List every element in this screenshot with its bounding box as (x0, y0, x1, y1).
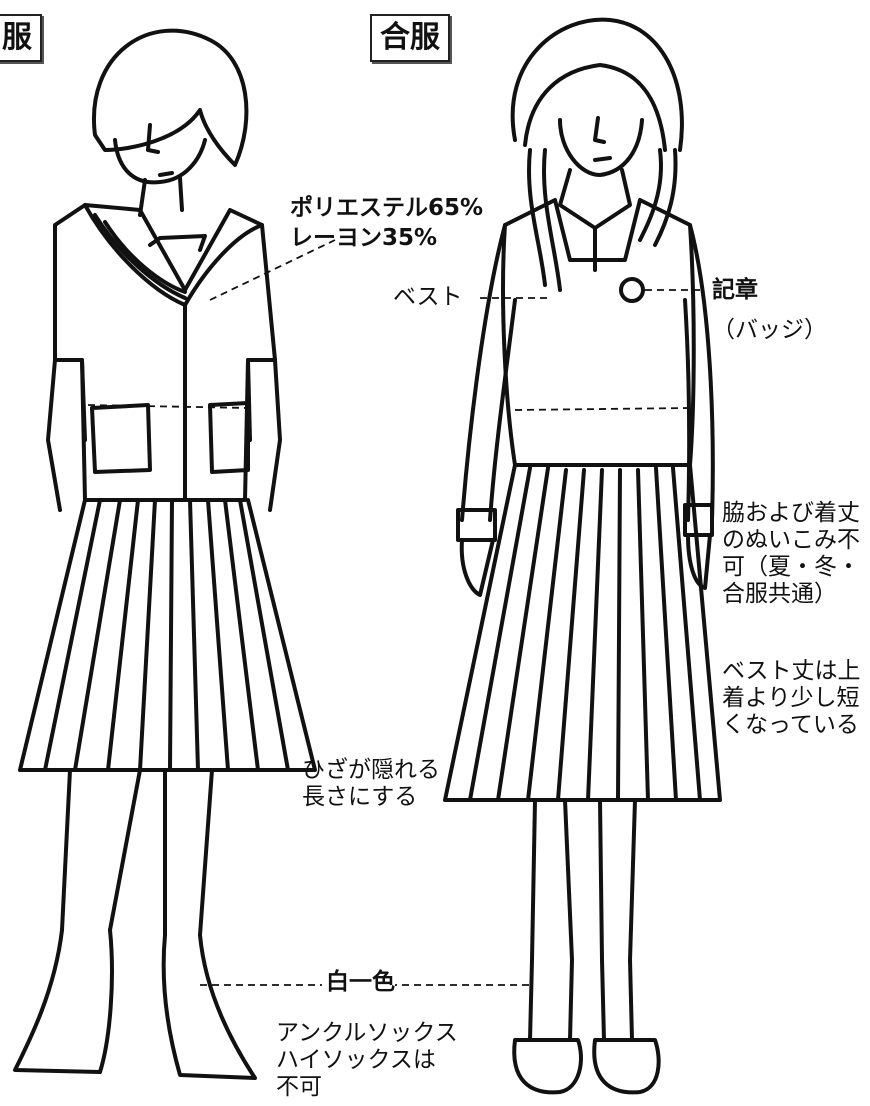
intermediate-uniform-figure (443, 17, 722, 1095)
badge-label-line1: 記章 (712, 277, 758, 303)
material-label-line1: ポリエステル65% (290, 195, 484, 221)
vest-label: ベスト (393, 284, 463, 310)
summer-uniform-figure (13, 28, 317, 1080)
socks-rule-note: アンクルソックス ハイソックスは 不可 (276, 1020, 458, 1100)
skirt-length-note: ひざが隠れる 長さにする (302, 757, 440, 810)
vest-length-note: ベスト丈は上 着より少し短 くなっている (722, 658, 861, 738)
socks-color-label: 白一色 (326, 969, 395, 996)
badge-label-line2: （バッジ） (712, 317, 827, 343)
material-label-line2: レーヨン35% (290, 225, 438, 251)
seams-note: 脇および着丈 のぬいこみ不 可（夏・冬・ 合服共通） (722, 500, 860, 607)
summer-uniform-title: 服 (0, 14, 42, 62)
intermediate-uniform-title: 合服 (370, 14, 450, 62)
